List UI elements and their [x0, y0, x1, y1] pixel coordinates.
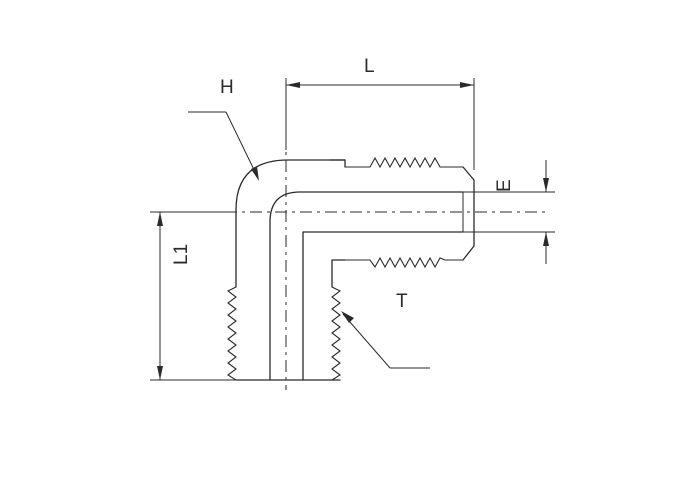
leader-T-line	[342, 313, 391, 369]
leader-T-label: T	[396, 291, 408, 312]
dim-L-arrow-left	[286, 82, 300, 88]
leader-H-line	[225, 111, 259, 179]
dim-L-arrow-right	[460, 82, 474, 88]
horizontal-thread-bottom	[345, 256, 463, 269]
dim-L-label: L	[364, 56, 375, 77]
body-outer-contour	[235, 159, 346, 288]
dim-E-label: E	[494, 179, 515, 192]
horizontal-thread-top	[345, 156, 463, 169]
vertical-thread-left	[226, 286, 237, 381]
dim-L1-label: L1	[171, 244, 192, 265]
dim-E-arrow-top	[543, 178, 549, 192]
dim-L1-arrow-bottom	[157, 366, 163, 380]
leader-H-label: H	[220, 77, 234, 98]
dim-E-arrow-bottom	[543, 232, 549, 246]
vertical-thread-right	[331, 286, 342, 381]
dim-L1-arrow-top	[157, 212, 163, 226]
horizontal-end-face	[462, 166, 475, 261]
bore-outer-wall	[269, 191, 464, 381]
leader-T-arrow	[341, 311, 354, 323]
bore-inner-wall	[302, 231, 464, 381]
body-upper-inner-contour	[329, 159, 346, 168]
body-inner-corner	[331, 259, 346, 288]
leader-H-arrow	[251, 166, 259, 181]
